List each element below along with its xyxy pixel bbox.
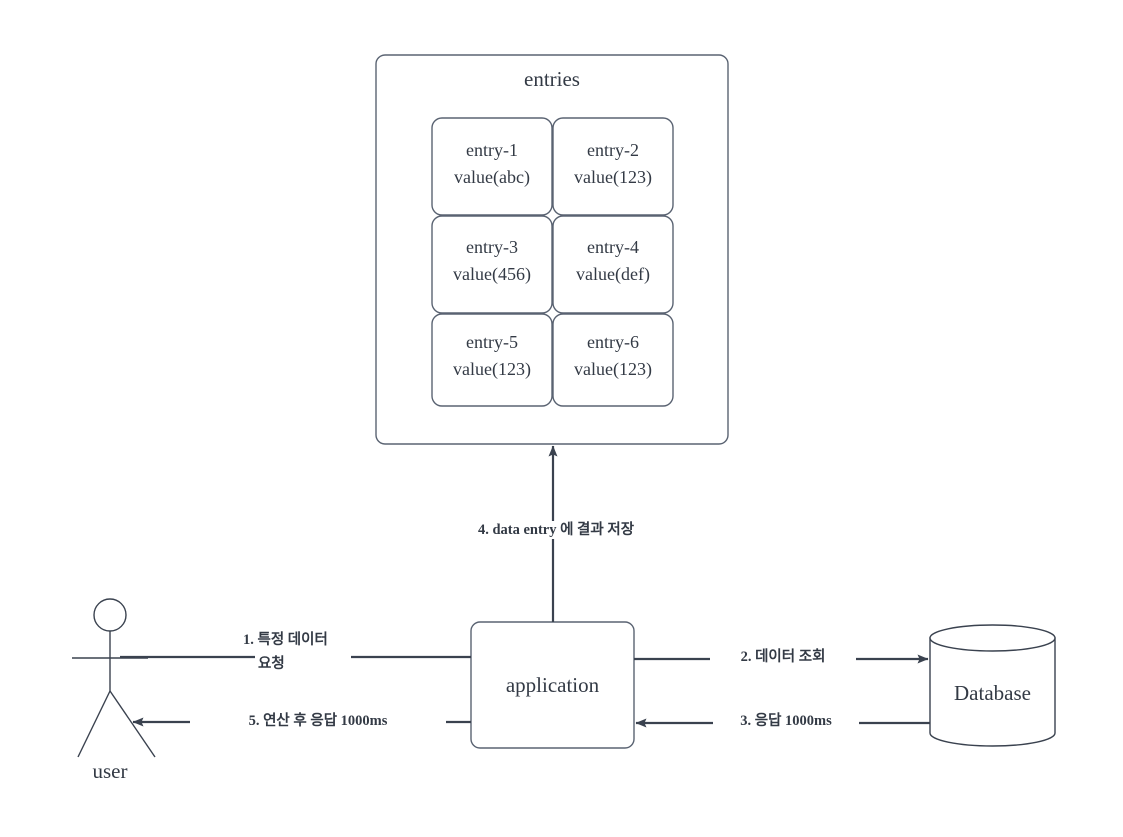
- entry-cell-1[interactable]: [431, 117, 553, 216]
- entry-cell-4[interactable]: [552, 215, 674, 314]
- edge-3-label: 3. 응답 1000ms: [713, 712, 859, 731]
- edge-1-label-line2: 요청: [255, 655, 351, 674]
- entry-cell-3-name: entry-3: [466, 237, 518, 257]
- entry-cell-6-value: value(123): [574, 359, 652, 379]
- entry-cell-1-name: entry-1: [466, 140, 518, 160]
- entry-cell-3[interactable]: [431, 215, 553, 314]
- application-label: application: [505, 673, 600, 697]
- database-node[interactable]: [929, 624, 1056, 747]
- entry-cell-3-value: value(456): [453, 264, 531, 284]
- entry-cell-2-value: value(123): [574, 167, 652, 187]
- database-label: Database: [954, 681, 1031, 705]
- entry-cell-5-name: entry-5: [466, 332, 518, 352]
- entry-cell-2[interactable]: [552, 117, 674, 216]
- user-label: user: [92, 759, 128, 783]
- entry-cell-4-name: entry-4: [587, 237, 639, 257]
- entries-title: entries: [524, 67, 580, 91]
- entry-cell-4-value: value(def): [576, 264, 650, 284]
- entry-cell-6-name: entry-6: [587, 332, 639, 352]
- entry-cell-6[interactable]: [552, 313, 674, 407]
- edge-4-label: 4. data entry 에 결과 저장: [423, 521, 689, 540]
- edge-1-label-line1: 1. 특정 데이터: [240, 631, 371, 650]
- edge-5-label: 5. 연산 후 응답 1000ms: [190, 712, 446, 731]
- entry-cell-5-value: value(123): [453, 359, 531, 379]
- entry-cell-5[interactable]: [431, 313, 553, 407]
- entry-cell-1-value: value(abc): [454, 167, 530, 187]
- edge-2-label: 2. 데이터 조회: [710, 648, 856, 667]
- entry-cell-2-name: entry-2: [587, 140, 639, 160]
- user-actor[interactable]: [72, 598, 156, 758]
